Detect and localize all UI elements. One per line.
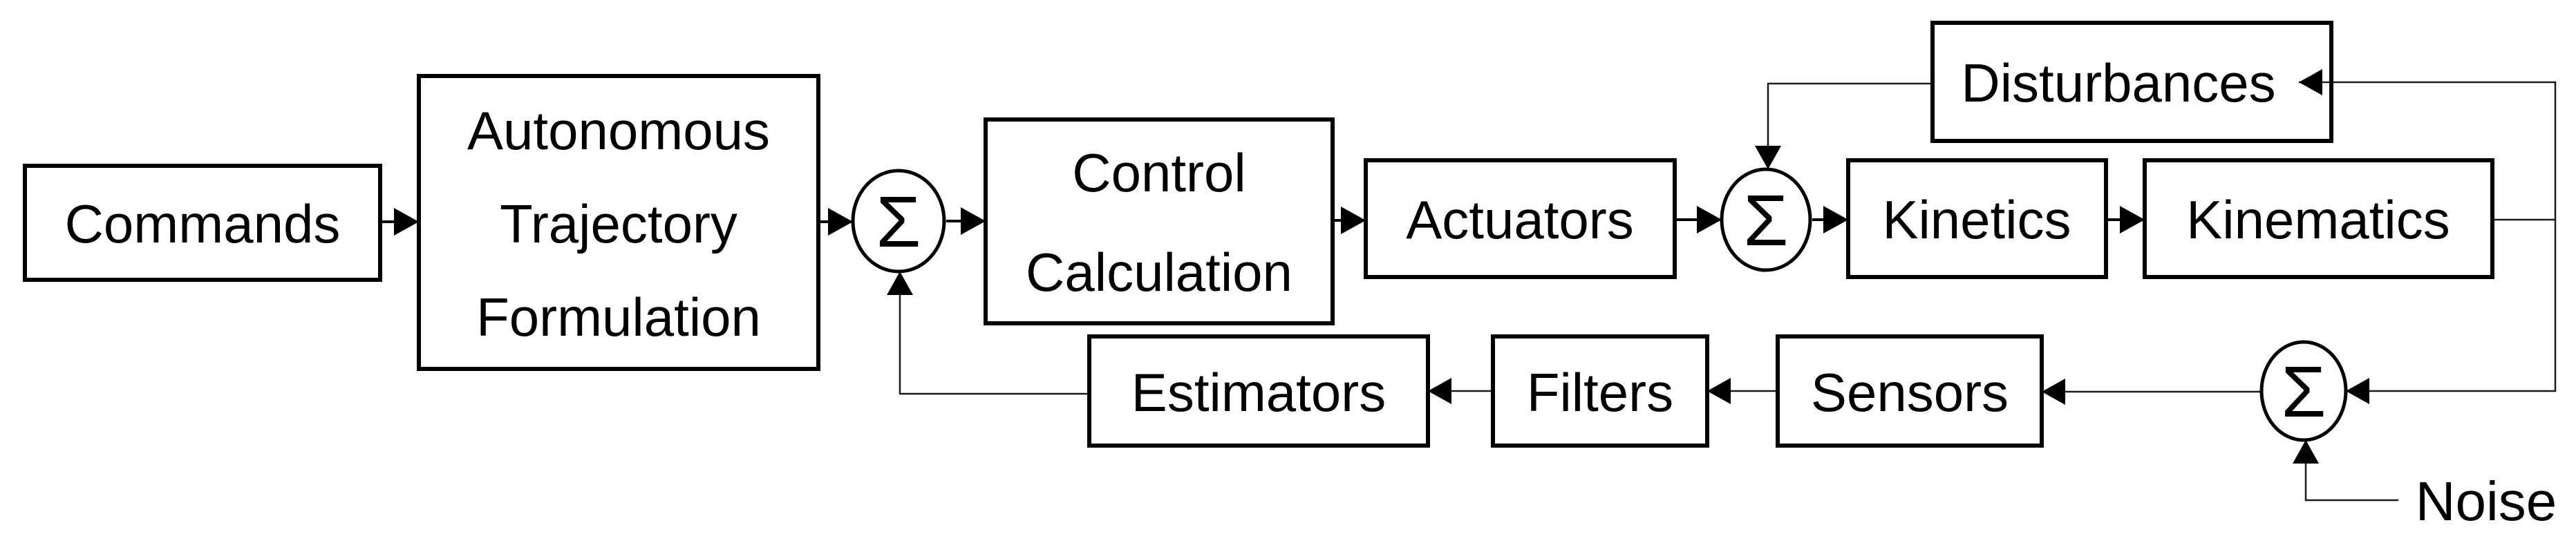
actuators-label: Actuators — [1406, 189, 1633, 250]
disturbances-label: Disturbances — [1961, 53, 2275, 113]
kinematics-box — [2143, 158, 2494, 279]
line-disturbances-to-sum2 — [1755, 82, 1933, 169]
kinetics-label: Kinetics — [1882, 189, 2071, 250]
actuators-box — [1364, 158, 1677, 279]
sum-junction-2 — [1720, 167, 1812, 272]
autonomous-trajectory-formulation-box — [417, 74, 820, 371]
line-estimators-to-sum1 — [887, 272, 1089, 395]
estimators-label: Estimators — [1131, 362, 1386, 423]
control-calculation-label-line2: Calculation — [1026, 242, 1292, 303]
autonomous-trajectory-formulation-label-line1: Autonomous — [467, 100, 770, 161]
sigma-symbol-1: Σ — [876, 182, 921, 263]
sum-junction-1 — [851, 169, 946, 274]
control-calculation-box — [984, 117, 1335, 325]
disturbances-box — [1930, 21, 2333, 143]
line-kinematics-to-disturbances — [2299, 69, 2557, 221]
filters-box — [1491, 334, 1709, 448]
line-noise-to-sum3 — [2293, 440, 2398, 502]
control-calculation-label-line1: Control — [1072, 142, 1245, 203]
sigma-symbol-2: Σ — [1744, 180, 1789, 261]
kinematics-label: Kinematics — [2186, 189, 2450, 250]
sensors-box — [1776, 334, 2044, 448]
noise-label: Noise — [2416, 470, 2557, 532]
line-bus-to-sum3 — [2346, 220, 2557, 404]
commands-label: Commands — [65, 193, 341, 254]
autonomous-trajectory-formulation-label-line3: Formulation — [476, 287, 761, 347]
kinetics-box — [1846, 158, 2108, 279]
commands-box — [23, 164, 382, 282]
sensors-label: Sensors — [1811, 362, 2009, 423]
sum-junction-3 — [2259, 340, 2348, 442]
filters-label: Filters — [1527, 362, 1673, 423]
estimators-box — [1087, 334, 1430, 448]
sigma-symbol-3: Σ — [2282, 352, 2326, 432]
autonomous-trajectory-formulation-label-line2: Trajectory — [500, 193, 737, 254]
